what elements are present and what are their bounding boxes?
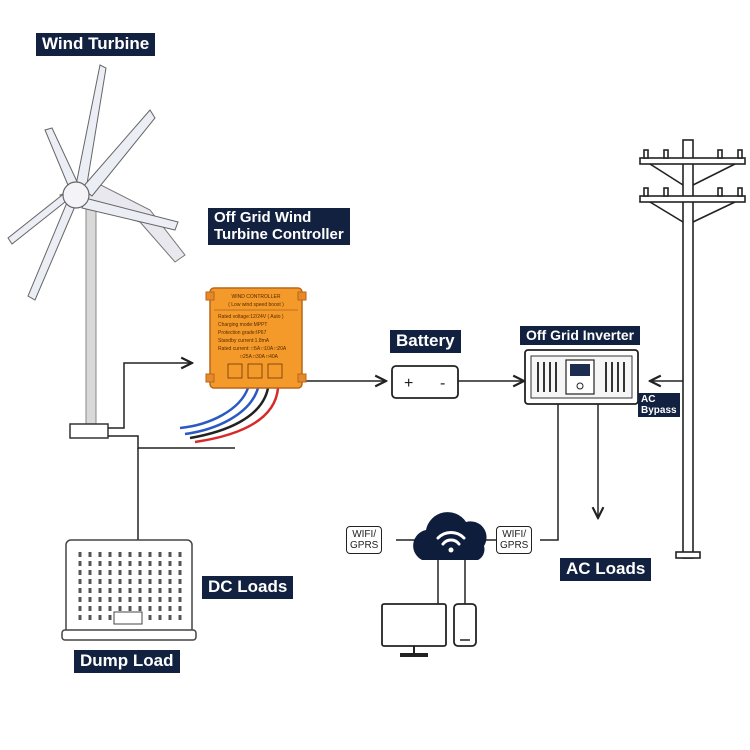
monitor-icon	[381, 603, 447, 657]
ac-bypass-line2: Bypass	[641, 405, 677, 416]
wifi-gprs-tag-right: WIFI/ GPRS	[496, 526, 533, 554]
wifi-tag-line1: WIFI/	[502, 529, 527, 540]
wifi-tag-line1: WIFI/	[352, 529, 377, 540]
utility-pole-icon	[639, 139, 746, 559]
inverter-icon	[524, 349, 639, 405]
wind-controller-box: WIND CONTROLLER ( Low wind speed boost )…	[205, 287, 307, 389]
wifi-tag-line2: GPRS	[350, 540, 379, 551]
controller-spec-line: Protection grade:IP67	[218, 330, 267, 336]
wifi-gprs-tag-left: WIFI/ GPRS	[346, 526, 383, 554]
controller-cables	[179, 387, 280, 444]
ac-bypass-label: AC Bypass	[638, 393, 680, 417]
battery-icon: + -	[391, 365, 459, 399]
battery-positive: +	[404, 375, 413, 392]
controller-label: Off Grid Wind Turbine Controller	[208, 208, 350, 245]
controller-spec-line: Charging mode:MPPT	[218, 322, 267, 328]
controller-spec-line: Standby current:1.8mA	[218, 338, 270, 344]
dump-load-icon	[61, 539, 197, 641]
smartphone-icon	[453, 603, 477, 647]
controller-spec-line: Rated current: □5A □10A □20A	[218, 346, 287, 352]
wifi-tag-line2: GPRS	[500, 540, 529, 551]
controller-label-line2: Turbine Controller	[214, 225, 344, 243]
wind-turbine-label: Wind Turbine	[36, 33, 156, 56]
battery-label: Battery	[390, 330, 461, 353]
controller-title: WIND CONTROLLER	[232, 294, 281, 300]
wind-turbine-icon	[7, 64, 186, 439]
battery-negative: -	[440, 375, 445, 392]
dc-loads-label: DC Loads	[202, 576, 294, 599]
controller-spec-line: □25A □30A □40A	[240, 354, 279, 360]
inverter-label: Off Grid Inverter	[520, 326, 641, 346]
cloud-wifi-icon	[413, 512, 487, 560]
ac-loads-label: AC Loads	[560, 558, 652, 581]
ac-bypass-line1: AC	[641, 394, 656, 405]
wiring	[108, 363, 686, 605]
controller-spec-line: Rated voltage:12/24V ( Auto )	[218, 314, 284, 320]
dump-load-label: Dump Load	[74, 650, 180, 673]
controller-label-line1: Off Grid Wind	[214, 209, 312, 226]
controller-subtitle: ( Low wind speed boost )	[228, 302, 284, 308]
